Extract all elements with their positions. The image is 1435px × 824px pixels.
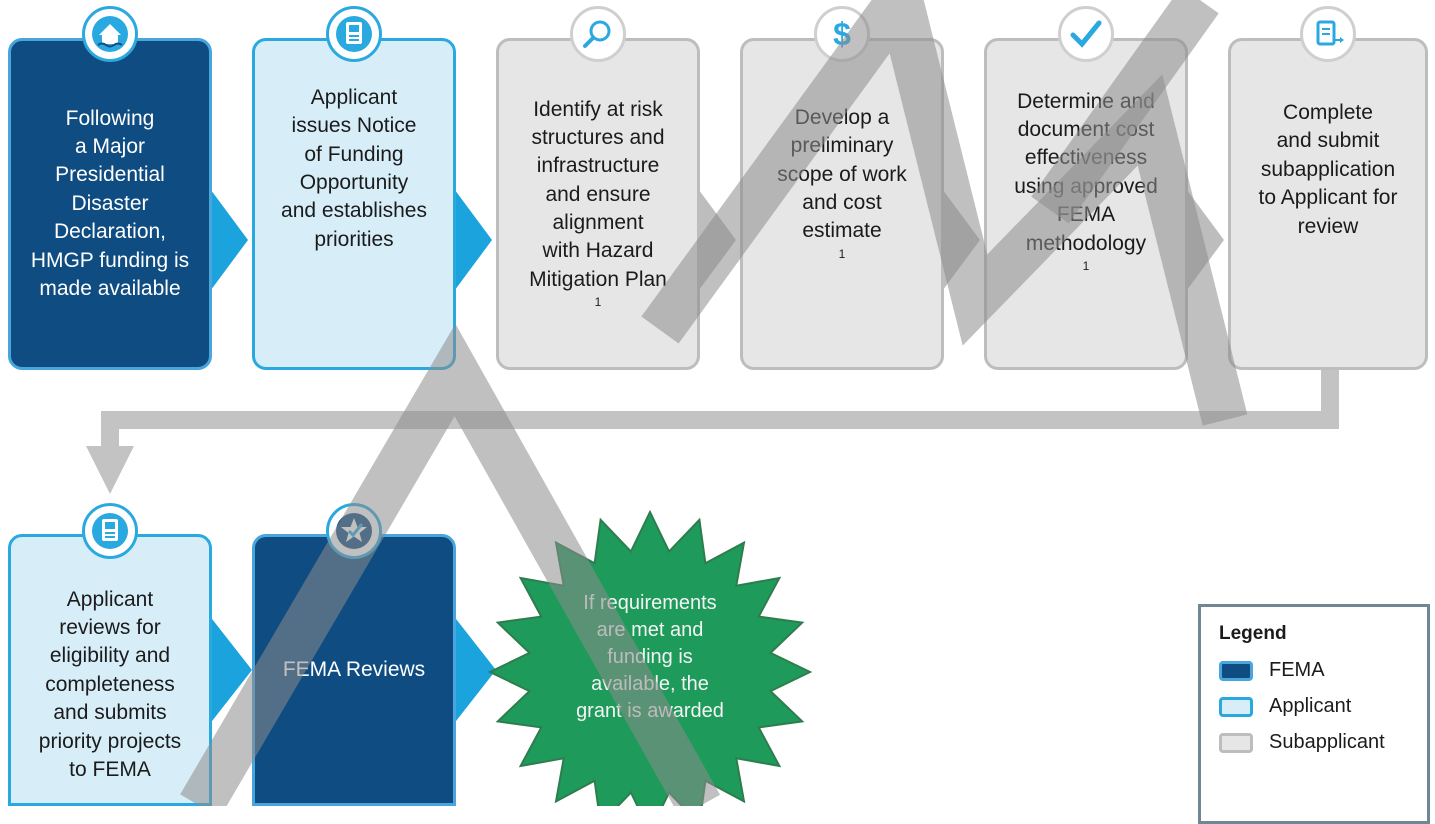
step-6-box: Complete and submit subapplication to Ap… bbox=[1228, 38, 1428, 370]
legend-swatch-subapplicant bbox=[1219, 732, 1253, 753]
legend-item-fema: FEMA bbox=[1219, 659, 1409, 682]
dollar-icon: $ bbox=[814, 6, 870, 62]
legend-label-subapplicant: Subapplicant bbox=[1269, 731, 1385, 753]
step-4-text: Develop a preliminary scope of work and … bbox=[777, 105, 907, 261]
submit-form-icon bbox=[1300, 6, 1356, 62]
star-check-icon bbox=[326, 503, 382, 559]
step-6-text: Complete and submit subapplication to Ap… bbox=[1258, 101, 1398, 238]
document-icon bbox=[326, 6, 382, 62]
flow-arrow bbox=[449, 610, 496, 730]
step-3-text: Identify at risk structures and infrastr… bbox=[529, 97, 667, 310]
step-7-text: Applicant reviews for eligibility and co… bbox=[38, 587, 182, 781]
flow-arrow bbox=[205, 182, 248, 298]
legend: Legend FEMA Applicant Subapplicant bbox=[1198, 604, 1430, 824]
flow-arrow bbox=[205, 610, 252, 730]
row-connector bbox=[101, 370, 1339, 448]
legend-swatch-applicant bbox=[1219, 696, 1253, 717]
step-1-box: Following a Major Presidential Disaster … bbox=[8, 38, 212, 370]
step-3-box: Identify at risk structures and infrastr… bbox=[496, 38, 700, 370]
legend-item-applicant: Applicant bbox=[1219, 695, 1409, 718]
document-icon bbox=[82, 503, 138, 559]
legend-swatch-fema bbox=[1219, 660, 1253, 681]
svg-text:$: $ bbox=[833, 16, 851, 52]
magnifier-icon bbox=[570, 6, 626, 62]
legend-label-applicant: Applicant bbox=[1269, 695, 1352, 717]
checkmark-icon bbox=[1058, 6, 1114, 62]
award-text: If requirements are met and funding is a… bbox=[576, 592, 724, 722]
step-5-box: Determine and document cost effectivenes… bbox=[984, 38, 1188, 370]
step-4-box: Develop a preliminary scope of work and … bbox=[740, 38, 944, 370]
legend-title: Legend bbox=[1219, 623, 1287, 644]
legend-item-subapplicant: Subapplicant bbox=[1219, 731, 1409, 754]
legend-label-fema: FEMA bbox=[1269, 659, 1325, 681]
connector-arrowhead bbox=[86, 446, 134, 494]
house-flood-icon bbox=[82, 6, 138, 62]
step-2-box: Applicant issues Notice of Funding Oppor… bbox=[252, 38, 456, 370]
step-8-box: FEMA Reviews bbox=[252, 534, 456, 806]
step-5-text: Determine and document cost effectivenes… bbox=[1014, 89, 1158, 273]
flow-arrow bbox=[449, 182, 492, 298]
step-2-text: Applicant issues Notice of Funding Oppor… bbox=[281, 85, 427, 251]
step-8-text: FEMA Reviews bbox=[282, 657, 426, 681]
step-7-box: Applicant reviews for eligibility and co… bbox=[8, 534, 212, 806]
step-1-text: Following a Major Presidential Disaster … bbox=[30, 106, 190, 300]
